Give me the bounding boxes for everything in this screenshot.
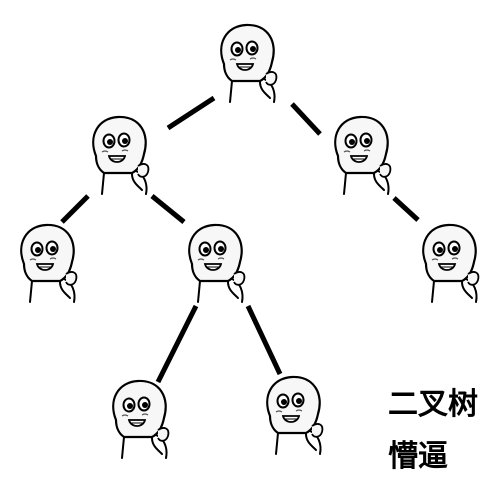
node-left-meme-face-icon bbox=[92, 115, 150, 196]
tree-edges bbox=[60, 95, 420, 384]
edge-left-right-to-left-right-right bbox=[245, 304, 283, 376]
edge-root-to-right bbox=[290, 102, 322, 136]
edge-left-to-left-right bbox=[150, 194, 186, 224]
node-left-right-left-meme-face-icon bbox=[112, 379, 170, 460]
node-root-meme-face-icon bbox=[220, 23, 278, 104]
node-left-right-meme-face-icon bbox=[188, 223, 246, 304]
node-right-right-meme-face-icon bbox=[422, 223, 480, 304]
caption-confused: 懵逼 bbox=[388, 439, 448, 474]
edge-right-to-right-right bbox=[392, 196, 420, 222]
node-left-right-right-meme-face-icon bbox=[266, 375, 324, 456]
node-right-meme-face-icon bbox=[334, 115, 392, 196]
edge-root-to-left bbox=[166, 95, 216, 131]
edge-left-right-to-left-right-left bbox=[155, 304, 199, 384]
caption-binary-tree: 二叉树 bbox=[388, 387, 478, 422]
edge-left-to-left-left bbox=[60, 194, 90, 224]
node-left-left-meme-face-icon bbox=[20, 223, 78, 304]
